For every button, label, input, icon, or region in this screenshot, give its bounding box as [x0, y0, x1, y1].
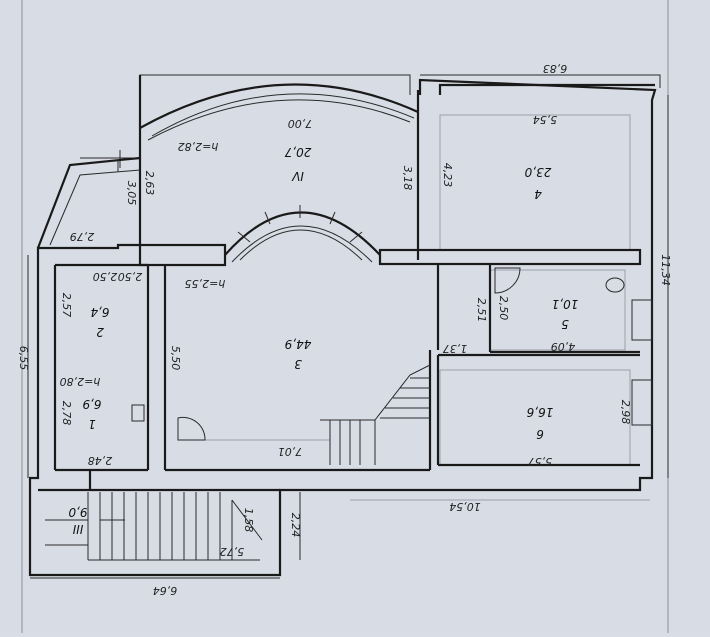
room-4-side: 4,23 — [441, 163, 454, 188]
bay-window — [36, 156, 141, 249]
room-3-area: 44,9 — [285, 337, 312, 351]
room-IV-number: IV — [291, 169, 304, 183]
room-1-side: 2,78 — [60, 401, 73, 426]
room-IV-side-a: 2,63 — [143, 171, 156, 196]
room-2-area: 6,4 — [90, 305, 109, 319]
room-3-number: 3 — [294, 357, 302, 371]
room-1-area: 6,9 — [82, 397, 101, 411]
room-III-number: III — [72, 522, 83, 536]
room-4-top: 5,54 — [533, 113, 558, 126]
arched-wall-inner — [224, 205, 381, 263]
room-IV-height: h=2,82 — [178, 140, 219, 153]
room-3-height: h=2,55 — [185, 277, 226, 290]
room-5-side: 2,50 — [497, 296, 510, 321]
dim-bottom-stairs: 6,64 — [153, 584, 178, 597]
room-6-ext: 1,37 — [443, 342, 468, 355]
dim-279: 2,79 — [70, 230, 95, 243]
room-5-area: 10,1 — [552, 297, 579, 311]
room-III-bottom: 5,72 — [220, 545, 245, 558]
toilet-icon — [605, 277, 625, 293]
room-IV-side-b: 3,18 — [401, 166, 414, 191]
room-2-top: 2,50 — [93, 270, 118, 283]
room-III-area: 9,0 — [68, 505, 87, 519]
room-2-side: 2,57 — [60, 293, 73, 318]
staircase-right — [320, 364, 431, 465]
door-swing-icon-2 — [177, 416, 206, 441]
room-6-bottom: 5,57 — [528, 455, 553, 468]
room-1-height: h=2,80 — [60, 375, 101, 388]
dim-stairs-right: 2,24 — [289, 513, 302, 538]
dim-305: 3,05 — [125, 181, 138, 206]
labels: 6,83 11,34 6,55 10,54 6,64 2,24 2,79 3,0… — [17, 62, 672, 597]
room-4-number: 4 — [534, 187, 542, 201]
dim-right: 11,34 — [659, 254, 672, 286]
room-3-bottom: 7,01 — [278, 445, 303, 458]
stove-icon — [131, 404, 145, 422]
room-4-area: 23,0 — [524, 165, 551, 179]
fixtures — [131, 267, 625, 441]
room-3-side: 5,50 — [169, 346, 182, 371]
room-1-number: 1 — [88, 417, 96, 431]
room-6-area: 16,6 — [526, 405, 553, 419]
room-2-number: 2 — [96, 325, 104, 339]
room-6-side: 2,98 — [619, 400, 632, 425]
dim-bottom-main: 10,54 — [449, 500, 481, 513]
room-5-ext: 2,51 — [475, 298, 488, 323]
room-IV-top: 7,00 — [288, 117, 313, 130]
exterior-walls — [28, 75, 657, 577]
dim-left: 6,55 — [17, 346, 30, 371]
room-1-bottom: 2,48 — [88, 454, 113, 467]
room-III-side: 1,58 — [242, 508, 255, 533]
room-IV-area: 20,7 — [284, 145, 311, 159]
staircase-bottom — [45, 492, 263, 561]
interior-walls — [38, 243, 653, 492]
dim-top-right: 6,83 — [543, 62, 568, 75]
room-2-top-b: 2,50 — [118, 270, 143, 283]
door-swing-icon — [494, 267, 521, 294]
room-5-number: 5 — [561, 317, 569, 331]
room-5-bottom: 4,09 — [551, 340, 576, 353]
room-6-number: 6 — [536, 427, 544, 441]
arched-wall-top — [139, 83, 419, 141]
